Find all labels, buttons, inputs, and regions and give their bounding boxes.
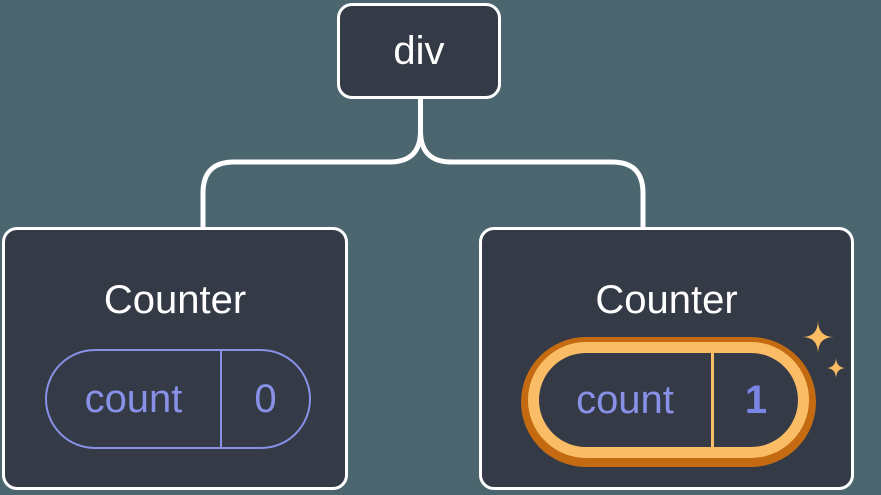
counter-card-left: Counter count 0 bbox=[2, 227, 348, 490]
root-node-div: div bbox=[337, 3, 501, 99]
sparkles-icon bbox=[802, 320, 847, 379]
state-pill-highlighted: count 1 bbox=[528, 342, 809, 458]
pill-divider bbox=[220, 351, 222, 447]
counter-card-right: Counter count 1 bbox=[479, 227, 854, 490]
state-key: count bbox=[84, 376, 183, 421]
state-value: 1 bbox=[744, 377, 768, 422]
component-title: Counter bbox=[103, 278, 247, 322]
connector-left-branch bbox=[200, 97, 423, 230]
component-title: Counter bbox=[595, 278, 738, 322]
connector-right-branch bbox=[418, 97, 646, 230]
state-pill: count 0 bbox=[45, 349, 311, 449]
pill-divider bbox=[711, 353, 714, 447]
state-value: 0 bbox=[254, 376, 277, 421]
state-key: count bbox=[576, 377, 674, 422]
root-node-label: div bbox=[393, 28, 445, 73]
